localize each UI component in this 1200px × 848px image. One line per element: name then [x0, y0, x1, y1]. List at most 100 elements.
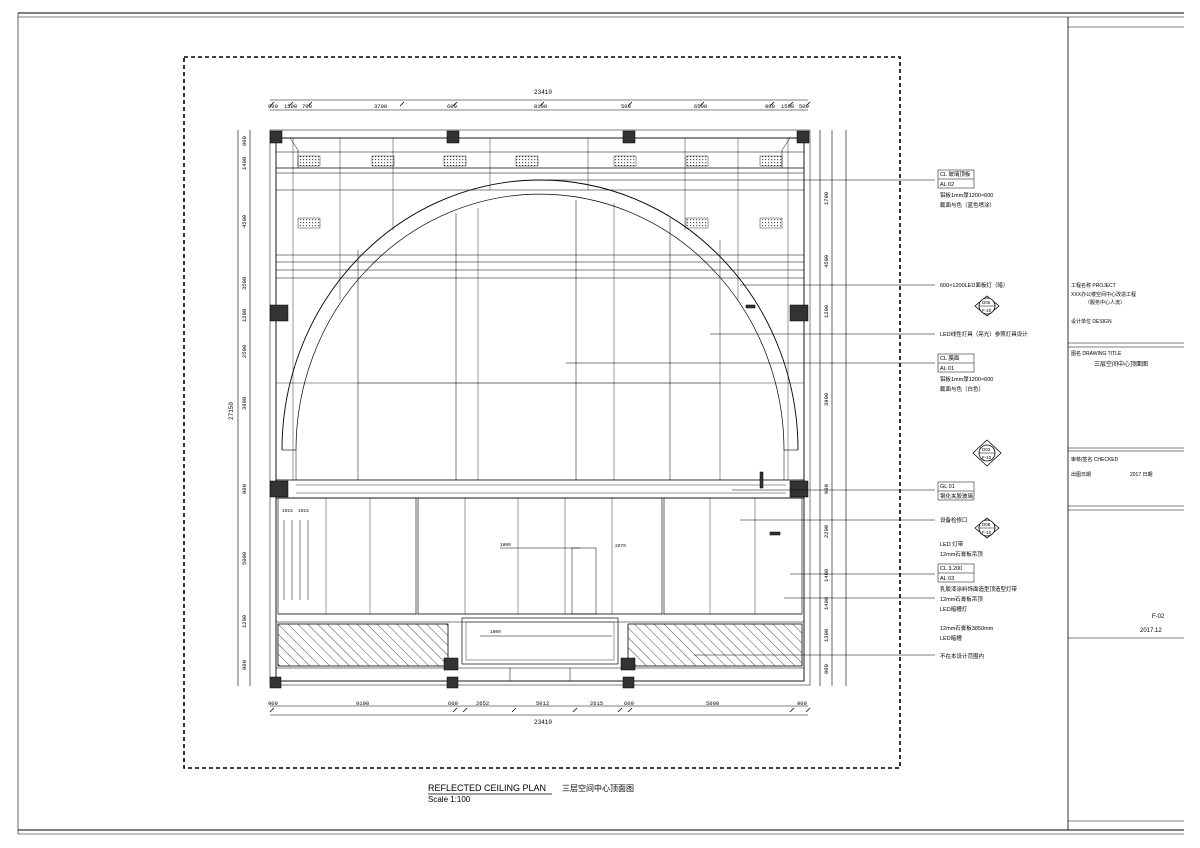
section-mark: D02 F-10: [972, 439, 1002, 467]
hatched-area-right: [627, 623, 803, 667]
dim-label: 5000: [706, 700, 719, 707]
light-panels: [297, 155, 783, 229]
annotation-code: CL 膜面: [940, 354, 960, 362]
dimension-ticks: [269, 101, 811, 713]
annotation-code: CL 3.200: [940, 566, 962, 572]
drawing-title: REFLECTED CEILING PLAN 三层空间中心顶面图 Scale 1…: [428, 783, 634, 804]
right-dimension-labels: 1700 4500 1200 3900 900 2200 1400 1400 1…: [823, 192, 830, 674]
annotation-desc: 不在本设计范围内: [940, 652, 984, 660]
annotation-desc: 截面与色（蓝色喷涂）: [940, 201, 995, 209]
dim-overall-top: 23410: [534, 89, 552, 96]
dim-label: 600: [624, 700, 634, 707]
dim-label: 900: [765, 103, 775, 110]
annotation-code: CL 玻璃顶板: [940, 170, 971, 178]
tb-project-name: XXX办公楼空间中心改造工程: [1071, 291, 1136, 298]
annotation-desc: 12mm石膏板吊顶: [940, 595, 983, 603]
section-mark: D08 F-10: [974, 517, 1000, 539]
inner-dim: 1800: [500, 542, 511, 548]
scale-text: Scale 1:100: [428, 795, 471, 804]
dim-label: 2500: [241, 345, 248, 358]
dim-label: 4500: [241, 215, 248, 228]
annotation-desc: 600×1200LED面板灯（暗）: [940, 281, 1008, 289]
annotation-desc: 钢化夹胶玻璃: [940, 492, 974, 500]
annotation-code: GL 01: [940, 484, 955, 490]
section-bottom: F-10: [982, 530, 992, 535]
tb-drawing-name: 三层空间中心顶面图: [1094, 360, 1148, 368]
section-top: D02: [982, 447, 991, 452]
annotation-desc: 铝板1mm厚1200×600: [940, 375, 993, 383]
dim-label: 9100: [356, 700, 369, 707]
dim-label: 900: [823, 664, 830, 674]
title-en: REFLECTED CEILING PLAN: [428, 783, 546, 793]
inner-dim: 1915: [298, 508, 309, 514]
annotation-desc: LED暗槽灯: [940, 605, 968, 613]
dim-label: 900: [823, 484, 830, 494]
tb-date-label: 出图日期: [1071, 471, 1091, 478]
dim-label: 900: [797, 700, 807, 707]
tb-sheet-no: F-02: [1152, 614, 1165, 620]
dim-overall-left: 27150: [228, 402, 235, 420]
floor-plan: [269, 129, 811, 686]
annotation-desc: 设备检修口: [940, 516, 968, 524]
dim-label: 1300: [823, 629, 830, 642]
section-bottom: F-10: [982, 455, 992, 460]
dim-label: 900: [241, 660, 248, 670]
left-dimension-labels: 900 1400 4500 3500 1200 2500 3800 900 50…: [241, 136, 248, 670]
interior-tick-marks: [283, 520, 612, 637]
section-mark: D06 F-10: [974, 295, 1000, 317]
annotation-desc: LED线性灯具（亮光）参照灯具设计: [940, 330, 1028, 338]
leader-lines: [548, 179, 935, 656]
title-cn: 三层空间中心顶面图: [562, 783, 634, 793]
annotation-desc: LED暗槽: [940, 634, 962, 642]
arched-ceiling: [281, 179, 799, 480]
dimension-lines: [237, 99, 847, 716]
annotation-sub: AL 01: [940, 366, 954, 372]
annotation-desc: 乳胶漆涂料饰面造型顶造型灯带: [940, 585, 1018, 593]
bottom-dimension-labels: 900 9100 600 2652 5012 2615 600 5000 900: [268, 700, 807, 707]
dim-label: 1700: [823, 192, 830, 205]
title-block: [1068, 26, 1184, 822]
dim-label: 600: [447, 103, 457, 110]
interior-dimensions: 1915 1915 2670 1800 1800: [282, 508, 626, 635]
annotation-sub: AL 03: [940, 576, 954, 582]
dim-label: 500: [799, 103, 809, 110]
dim-label: 900: [268, 700, 278, 707]
dim-label: 500: [621, 103, 631, 110]
dim-label: 5012: [536, 700, 549, 707]
dim-label: 600: [448, 700, 458, 707]
dim-overall-bottom: 23410: [534, 719, 552, 726]
annotation-desc: 截面与色（白色）: [940, 385, 984, 393]
annotation-block: CL 玻璃顶板 AL 02 铝板1mm厚1200×600 截面与色（蓝色喷涂） …: [940, 170, 1028, 660]
annotation-desc: 12mm石膏板3850mm: [940, 624, 994, 632]
section-top: D08: [982, 522, 991, 527]
sheet-border: [17, 12, 1184, 835]
dim-label: 1500: [781, 103, 794, 110]
dim-label: 3500: [241, 277, 248, 290]
tb-checked-label: 审核/签名 CHECKED: [1071, 456, 1119, 463]
dim-label: 1200: [823, 305, 830, 318]
section-top: D06: [982, 300, 991, 305]
inner-dim: 1915: [282, 508, 293, 514]
dim-label: 2652: [476, 700, 489, 707]
annotation-desc: LED 灯带: [940, 540, 964, 548]
dim-label: 1500: [284, 103, 297, 110]
dim-label: 3900: [823, 393, 830, 406]
dim-label: 1400: [241, 157, 248, 170]
annotation-desc: 12mm石膏板吊顶: [940, 550, 983, 558]
annotation-boxes: [937, 169, 975, 583]
tb-project-label: 工程名称 PROJECT: [1071, 282, 1116, 289]
hatched-area-left: [277, 623, 449, 667]
top-dimension-labels: 900 1500 700 3700 600 8100 500 6500 900 …: [268, 103, 809, 110]
annotation-sub: AL 02: [940, 182, 954, 188]
dim-label: 1200: [241, 615, 248, 628]
dim-label: 6500: [694, 103, 707, 110]
tb-drawing-label: 图名 DRAWING TITLE: [1071, 350, 1122, 357]
section-bottom: F-10: [982, 308, 992, 313]
viewport-frame: [183, 56, 901, 769]
annotation-desc: 铝板1mm厚1200×600: [940, 191, 993, 199]
dim-label: 3800: [241, 397, 248, 410]
inner-dim: 1800: [490, 629, 501, 635]
title-block-text: 工程名称 PROJECT XXX办公楼空间中心改造工程 （服务中心人流） 设计单…: [1071, 282, 1165, 634]
dim-label: 900: [241, 136, 248, 146]
